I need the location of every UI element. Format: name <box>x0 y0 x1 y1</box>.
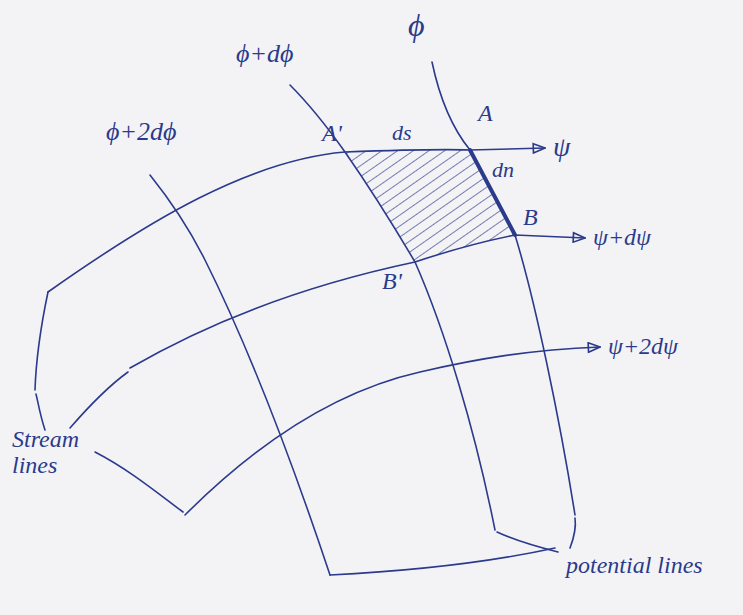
leader-line <box>70 372 128 428</box>
boundary-line <box>35 292 48 390</box>
stream-label: ψ+dψ <box>593 224 651 250</box>
potential-label: ϕ+dϕ <box>236 40 293 69</box>
potential-label: ϕ+2dϕ <box>106 118 176 147</box>
point-label: A <box>478 100 493 126</box>
stream-line <box>48 148 545 292</box>
stream-label: ψ+2dψ <box>608 333 678 359</box>
leader-line <box>570 518 575 548</box>
leader-line <box>497 532 558 552</box>
dimension-label: dn <box>492 158 514 182</box>
point-label: A' <box>322 120 342 146</box>
point-label: B <box>523 204 538 230</box>
stream-line <box>185 347 600 515</box>
potential-label: ϕ <box>408 8 425 43</box>
stream-lines-note: Stream lines <box>12 426 122 479</box>
potential-line <box>432 62 470 150</box>
dn-segment <box>470 150 515 235</box>
potential-line <box>150 175 330 575</box>
boundary-line <box>330 548 555 575</box>
stream-label: ψ <box>553 132 570 163</box>
leader-line <box>36 394 45 430</box>
potential-line <box>515 235 575 515</box>
potential-line <box>290 85 495 530</box>
potential-lines-note: potential lines <box>566 552 716 578</box>
point-label: B' <box>382 268 402 294</box>
hatched-element <box>345 150 515 262</box>
dimension-label: ds <box>392 121 412 145</box>
stream-line <box>130 235 585 368</box>
leader-line <box>95 452 183 512</box>
